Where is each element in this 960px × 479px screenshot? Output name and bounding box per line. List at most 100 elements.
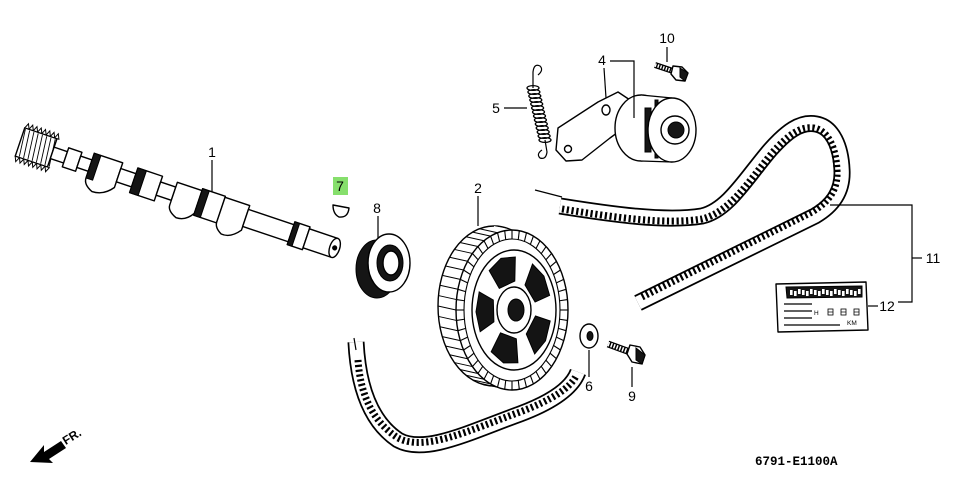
camshaft-lobe — [215, 196, 251, 237]
spring-coil — [530, 100, 544, 108]
pulley-tooth — [467, 260, 475, 268]
callout-2: 2 — [474, 180, 482, 196]
pulley-tooth-depth — [459, 368, 479, 374]
belt-upper-teeth — [561, 124, 841, 302]
camshaft-gear-teeth — [14, 122, 60, 173]
pulley-windows — [475, 256, 551, 364]
pulley-tooth-depth — [465, 236, 485, 242]
label-unit: KM — [847, 320, 857, 327]
spring-coil — [532, 112, 547, 120]
pulley-tooth-depth — [438, 295, 457, 301]
spring-coil — [531, 108, 546, 116]
pulley-tooth — [529, 375, 534, 385]
pulley-tooth-depth — [479, 382, 498, 388]
pulley-spoke-window — [525, 315, 551, 355]
front-arrow-icon — [30, 441, 66, 463]
pulley-tooth — [490, 235, 495, 245]
spring-coils — [526, 84, 552, 144]
belt-lower-teeth — [354, 359, 580, 446]
gear-tooth — [44, 165, 51, 173]
gear-tooth — [40, 128, 47, 136]
pulley-tooth — [559, 318, 568, 321]
tensioner-bolt-head-shade — [679, 67, 689, 82]
callout-5: 5 — [492, 100, 500, 116]
pulley-tooth — [483, 240, 489, 249]
pulley-spoke-window — [524, 263, 551, 303]
gear-tooth — [35, 162, 42, 170]
pulley-tooth-depth — [437, 305, 457, 311]
pulley-tooth — [460, 336, 468, 342]
label-prefix: H — [814, 310, 819, 317]
belt-lower-face — [349, 341, 585, 452]
gear-tooth — [23, 158, 29, 166]
figure-code: 6791-E1100A — [755, 455, 838, 469]
belt-tensioner — [555, 91, 697, 163]
front-label: FR. — [60, 426, 84, 448]
pulley-tooth — [457, 327, 466, 332]
tensioner-bracket-slot — [601, 104, 611, 116]
label-header-glyph — [850, 290, 853, 295]
callout-1: 1 — [208, 144, 216, 160]
woodruff-key — [332, 204, 350, 218]
spring-coil — [530, 104, 545, 112]
washer-hole — [586, 331, 594, 341]
pulley-tooth — [496, 232, 501, 242]
callout-11: 11 — [926, 250, 941, 266]
pulley-tooth — [523, 232, 528, 242]
spring-coil — [536, 128, 550, 136]
label-header-glyph — [846, 289, 849, 294]
label-header-glyph — [814, 290, 817, 295]
pulley-tooth — [558, 288, 567, 293]
label-header-glyph — [842, 291, 845, 296]
pulley-tooth — [540, 246, 547, 254]
pulley-tooth — [535, 240, 541, 249]
pulley-tooth — [457, 288, 466, 293]
camshaft — [14, 122, 342, 259]
label-header-glyph — [822, 289, 825, 294]
pulley-tooth-depth — [438, 315, 457, 321]
gear-tooth — [18, 156, 25, 165]
pulley-tooth — [477, 366, 484, 374]
pulley-tooth — [535, 371, 541, 380]
pulley-tooth-depth — [465, 374, 485, 380]
pulley-tooth — [529, 235, 534, 245]
gear-tooth — [36, 126, 43, 135]
pulley-tooth-depth — [445, 345, 464, 351]
leader-4 — [603, 67, 607, 99]
pulley-tooth — [558, 327, 567, 332]
timing-belt-label: H KM — [775, 281, 869, 333]
pulley-tooth-root — [463, 238, 561, 382]
pulley-tooth-depth — [449, 354, 468, 360]
gear-helix-line — [40, 136, 48, 164]
gear-tooth — [32, 125, 39, 133]
pulley-tooth-depth — [449, 256, 468, 262]
gear-tooth — [27, 159, 34, 168]
callout-4: 4 — [598, 52, 606, 68]
pulley-tooth — [471, 359, 479, 367]
pulley-tooth — [523, 378, 528, 388]
label-header-glyph — [798, 289, 801, 294]
camshaft-shaft — [241, 208, 295, 243]
pulley-tooth-depth — [439, 284, 459, 290]
pulley-tooth — [477, 246, 484, 254]
gear-helix-line — [23, 130, 31, 159]
label-header-glyph — [794, 291, 797, 296]
spring-coil — [527, 88, 541, 96]
pulley-teeth — [437, 228, 568, 390]
pulley-tooth-depth — [445, 265, 464, 271]
pulley-tooth-depth — [472, 379, 491, 385]
pulley-tooth — [463, 269, 471, 275]
callout-7-highlight — [333, 177, 348, 195]
callout-6: 6 — [585, 378, 593, 394]
pulley-spoke-window — [475, 291, 495, 333]
pulley-tooth — [556, 278, 564, 284]
spring-coil — [537, 132, 551, 140]
camshaft-lobe — [168, 181, 203, 220]
gear-tooth — [14, 155, 21, 163]
pulley-tooth-depth — [442, 336, 461, 342]
pulley-tooth-depth — [454, 248, 473, 254]
pulley-tooth — [549, 260, 557, 268]
pulley-tooth — [553, 269, 561, 275]
pulley-tooth-depth — [442, 274, 461, 280]
